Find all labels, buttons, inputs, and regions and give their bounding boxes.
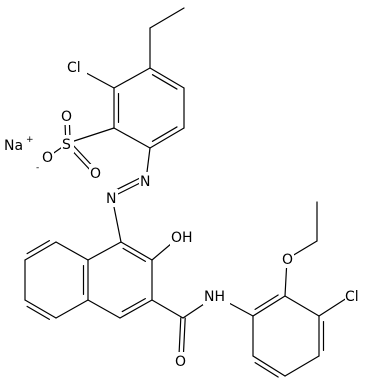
bond-C8a-C8: [55, 241, 89, 261]
sulfonate-oxygen-top-label: O: [61, 109, 72, 125]
bond-C3-Cam: [151, 299, 184, 319]
bond-C1-C2-inner: [122, 247, 147, 262]
ether-oxygen-label: O: [282, 252, 293, 268]
bond-A3-A4: [113, 127, 151, 149]
bond-C4-C4a: [87, 299, 121, 319]
amide-oxygen-label: O: [175, 354, 186, 370]
bond-B6-B1: [252, 295, 286, 317]
sulfonate-oxygen-right-label: O: [90, 166, 101, 182]
bond-A6-A1: [149, 67, 185, 89]
bond-B2-B3-inner: [254, 362, 279, 378]
bond-C1-C2: [120, 241, 153, 261]
atom-label-layer: Cl Na + S O - O O N N OH O NH O: [4, 58, 365, 370]
hydroxyl-label: OH: [171, 230, 193, 246]
bond-C8a-C1: [87, 241, 122, 261]
sulfonate-oxygen-minus-label: O: [42, 150, 53, 166]
bond-C8-C7: [24, 241, 57, 261]
bond-C3-C4: [119, 299, 153, 319]
sulfonate-oxygen-charge: -: [36, 163, 39, 173]
bond-C5-C4a: [55, 299, 89, 319]
chlorine-label-top: Cl: [67, 60, 81, 76]
bond-A1-A2: [113, 67, 151, 89]
amide-nh-label: NH: [204, 289, 225, 305]
chlorine-label-bottom: Cl: [345, 289, 359, 305]
bond-A4-A5: [149, 127, 185, 149]
bond-B3-B4: [284, 355, 320, 377]
bond-A4-A5-inner: [151, 126, 178, 142]
bond-C6-C5-inner: [26, 305, 51, 320]
bond-ethC-ethE: [149, 7, 185, 29]
azo-nitrogen-2-label: N: [106, 191, 116, 207]
bond-C3-C4-inner: [121, 297, 146, 313]
sulfur-label: S: [62, 137, 71, 153]
bond-C8-C7-inner: [26, 240, 51, 255]
sodium-label: Na: [4, 138, 23, 154]
bond-B6-B1-inner: [254, 294, 279, 310]
bond-A3-S: [67, 127, 115, 144]
sodium-charge: +: [26, 135, 34, 145]
bond-N1-N2-inner: [114, 177, 140, 192]
bond-C6-C5: [24, 299, 57, 319]
bond-A6-A1-inner: [151, 74, 178, 90]
bond-B5-Cl2: [318, 295, 351, 317]
bond-B5-B6: [284, 295, 320, 317]
bond-B2-B3: [252, 355, 286, 377]
azo-nitrogen-1-label: N: [140, 174, 150, 190]
